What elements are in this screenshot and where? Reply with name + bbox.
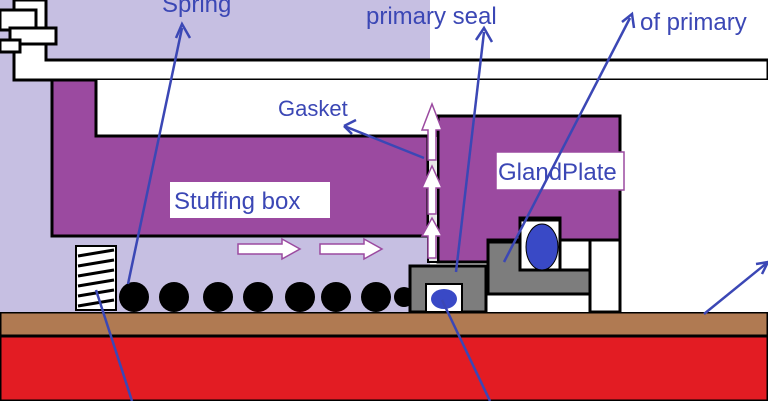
stuffing-box-label: Stuffing box <box>174 188 300 215</box>
gland-plate-label: GlandPlate <box>498 159 617 186</box>
stuffing-box-label-bg <box>170 182 330 218</box>
gland-plate-bore <box>588 238 622 314</box>
bellow-balls <box>119 282 414 312</box>
secondary-o-ring <box>431 289 457 309</box>
housing-top <box>12 0 768 82</box>
primary-seal-label: primary seal <box>366 3 497 30</box>
bolt-icon <box>0 8 58 54</box>
of-primary-label: of primary <box>640 9 747 36</box>
gland-plate-label-bg <box>495 151 625 191</box>
o-ring <box>525 223 559 271</box>
shaft-sleeve <box>0 310 768 338</box>
spring <box>75 245 117 311</box>
gasket-label: Gasket <box>278 96 348 121</box>
leader-lines <box>94 11 768 401</box>
spring-label: Spring <box>162 0 231 18</box>
flow-arrows <box>237 101 444 261</box>
